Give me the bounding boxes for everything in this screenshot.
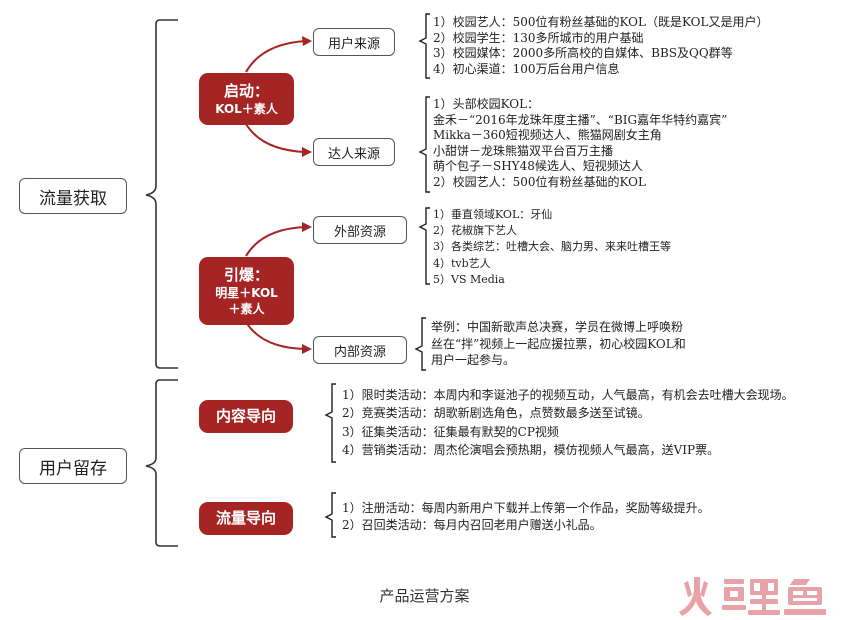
- retention-brace: [145, 379, 178, 547]
- note-line: 3）征集类活动：征集最有默契的CP视频: [342, 424, 559, 439]
- diagram-caption: 产品运营方案: [379, 587, 470, 605]
- user-retention-label: 用户留存: [39, 458, 107, 479]
- arrow-launch-talent: [245, 123, 306, 153]
- launch-title: 启动：: [223, 81, 269, 100]
- traffic-guide-pill: 流量导向: [199, 502, 293, 535]
- note-line: 3）各类综艺：吐槽大会、脑力男、来来吐槽王等: [433, 240, 671, 254]
- burst-subtitle-2: ＋素人: [228, 301, 265, 316]
- internal-resource-node: 内部资源: [313, 336, 407, 364]
- arrowhead-launch-talent: [302, 147, 312, 157]
- arrow-burst-internal: [245, 321, 306, 350]
- talent-source-node: 达人来源: [313, 138, 395, 166]
- user-source-brace: [418, 13, 430, 79]
- internal-resource-label: 内部资源: [333, 344, 386, 360]
- traffic-acquisition-label: 流量获取: [39, 188, 107, 209]
- arrowhead-burst-internal: [302, 344, 312, 354]
- note-line: 2）花椒旗下艺人: [433, 224, 517, 238]
- note-line: 1）头部校园KOL：: [433, 97, 540, 111]
- traffic-guide-label: 流量导向: [215, 509, 276, 527]
- internal-resource-notes: 举例：中国新歌声总决赛，学员在微博上呼唤粉 丝在“拌”视频上一起应援拉票，初心校…: [431, 319, 686, 369]
- content-guide-pill: 内容导向: [199, 400, 293, 433]
- note-line: 4）营销类活动：周杰伦演唱会预热期，模仿视频人气最高，送VIP票。: [342, 442, 720, 457]
- talent-source-brace: [418, 96, 430, 193]
- note-line: 金禾－“2016年龙珠年度主播”、“BIG嘉年华特约嘉宾”: [433, 112, 728, 127]
- note-line: 4）初心渠道：100万后台用户信息: [433, 61, 620, 76]
- note-line: 2）竞赛类活动：胡歌新剧选角色，点赞数最多送至试镜。: [342, 406, 650, 421]
- note-line: Mikka－360短视频达人、熊猫网剧女主角: [433, 128, 662, 143]
- note-line: 3）校园媒体：2000多所高校的自媒体、BBS及QQ群等: [433, 46, 733, 61]
- internal-brace: [414, 317, 426, 371]
- launch-pill: 启动： KOL＋素人: [199, 73, 294, 125]
- watermark-logo: [679, 577, 826, 616]
- note-line: 用户一起参与。: [431, 353, 516, 367]
- note-line: 5）VS Media: [433, 272, 505, 286]
- note-line: 丝在“拌”视频上一起应援拉票，初心校园KOL和: [431, 336, 686, 351]
- traffic-guide-brace: [324, 492, 336, 538]
- burst-subtitle-1: 明星＋KOL: [215, 285, 278, 300]
- arrow-burst-external: [245, 226, 306, 257]
- external-brace: [418, 207, 430, 285]
- content-brace: [324, 383, 336, 463]
- user-source-label: 用户来源: [327, 36, 380, 52]
- traffic-brace: [145, 19, 178, 369]
- traffic-acquisition-node: 流量获取: [19, 178, 127, 214]
- external-resource-node: 外部资源: [313, 216, 407, 244]
- arrowhead-launch-user: [302, 36, 312, 46]
- note-line: 2）校园学生：130多所城市的用户基础: [433, 30, 644, 45]
- arrow-launch-user: [245, 40, 306, 73]
- external-resource-notes: 1）垂直领域KOL：牙仙 2）花椒旗下艺人 3）各类综艺：吐槽大会、脑力男、来来…: [433, 207, 671, 288]
- user-source-node: 用户来源: [313, 28, 395, 56]
- content-guide-notes: 1）限时类活动：本周内和李诞池子的视频互动，人气最高，有机会去吐槽大会现场。 2…: [342, 386, 794, 459]
- talent-source-notes: 1）头部校园KOL： 金禾－“2016年龙珠年度主播”、“BIG嘉年华特约嘉宾”…: [433, 97, 727, 191]
- note-line: 2）校园艺人：500位有粉丝基础的KOL: [433, 174, 646, 189]
- external-resource-label: 外部资源: [333, 224, 386, 240]
- note-line: 1）校园艺人：500位有粉丝基础的KOL（既是KOL又是用户）: [433, 15, 769, 29]
- traffic-guide-notes: 1）注册活动：每周内新用户下载并上传第一个作品，奖励等级提升。 2）召回类活动：…: [342, 500, 710, 534]
- note-line: 1）垂直领域KOL：牙仙: [433, 208, 553, 221]
- note-line: 4）tvb艺人: [433, 256, 491, 270]
- burst-pill: 引爆： 明星＋KOL ＋素人: [199, 257, 294, 325]
- burst-title: 引爆：: [223, 265, 269, 284]
- note-line: 萌个包子－SHY48候选人、短视频达人: [433, 159, 643, 174]
- note-line: 1）限时类活动：本周内和李诞池子的视频互动，人气最高，有机会去吐槽大会现场。: [342, 388, 794, 402]
- note-line: 2）召回类活动：每月内召回老用户赠送小礼品。: [342, 518, 602, 532]
- user-retention-node: 用户留存: [19, 448, 127, 484]
- launch-subtitle: KOL＋素人: [215, 101, 278, 116]
- arrowhead-burst-external: [302, 222, 312, 232]
- note-line: 1）注册活动：每周内新用户下载并上传第一个作品，奖励等级提升。: [342, 501, 710, 515]
- note-line: 小甜饼－龙珠熊猫双平台百万主播: [433, 143, 614, 158]
- talent-source-label: 达人来源: [327, 146, 380, 162]
- note-line: 举例：中国新歌声总决赛，学员在微博上呼唤粉: [431, 320, 684, 334]
- content-guide-label: 内容导向: [215, 407, 276, 425]
- user-source-notes: 1）校园艺人：500位有粉丝基础的KOL（既是KOL又是用户） 2）校园学生：1…: [433, 15, 768, 77]
